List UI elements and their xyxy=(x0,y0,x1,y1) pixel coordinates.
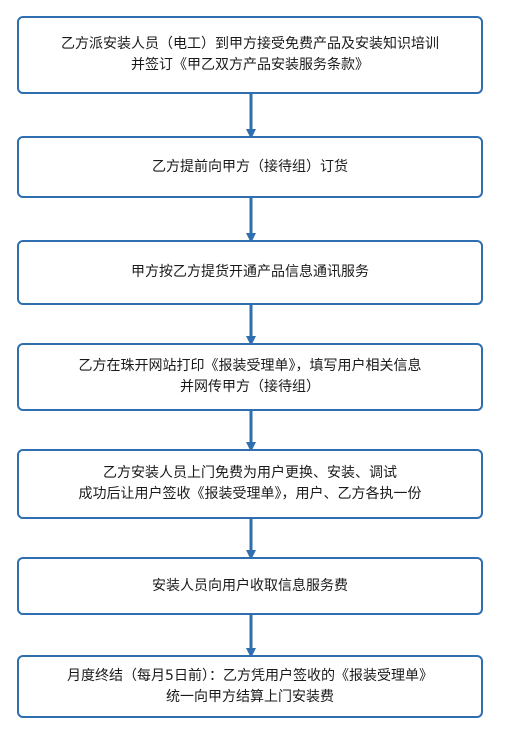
step-2-line-1: 乙方提前向甲方（接待组）订货 xyxy=(152,158,348,175)
step-5-line-1: 乙方安装人员上门免费为用户更换、安装、调试 xyxy=(103,465,397,481)
step-4-box: 乙方在珠开网站打印《报装受理单》，填写用户相关信息 并网传甲方（接待组） xyxy=(17,343,483,411)
step-3-line-1: 甲方按乙方提货开通产品信息通讯服务 xyxy=(131,264,369,280)
step-5-line-2: 成功后让用户签收《报装受理单》，用户、乙方各执一份 xyxy=(78,486,422,502)
step-3-box: 甲方按乙方提货开通产品信息通讯服务 xyxy=(17,240,483,305)
step-5-box: 乙方安装人员上门免费为用户更换、安装、调试 成功后让用户签收《报装受理单》，用户… xyxy=(17,449,483,519)
step-2-box: 乙方提前向甲方（接待组）订货 xyxy=(17,136,483,198)
step-6-line-1: 安装人员向用户收取信息服务费 xyxy=(152,577,348,594)
step-7-box: 月度终结（每月5日前）：乙方凭用户签收的《报装受理单》 统一向甲方结算上门安装费 xyxy=(17,655,483,718)
step-7-line-1: 月度终结（每月5日前）：乙方凭用户签收的《报装受理单》 xyxy=(67,667,433,684)
step-1-line-2: 并签订《甲乙双方产品安装服务条款》 xyxy=(131,57,369,73)
step-4-line-2: 并网传甲方（接待组） xyxy=(180,379,320,395)
step-1-box: 乙方派安装人员（电工）到甲方接受免费产品及安装知识培训 并签订《甲乙双方产品安装… xyxy=(17,16,483,94)
step-7-line-2: 统一向甲方结算上门安装费 xyxy=(166,688,334,705)
step-4-line-1: 乙方在珠开网站打印《报装受理单》，填写用户相关信息 xyxy=(78,358,422,374)
step-1-line-1: 乙方派安装人员（电工）到甲方接受免费产品及安装知识培训 xyxy=(61,36,439,52)
step-6-box: 安装人员向用户收取信息服务费 xyxy=(17,557,483,615)
